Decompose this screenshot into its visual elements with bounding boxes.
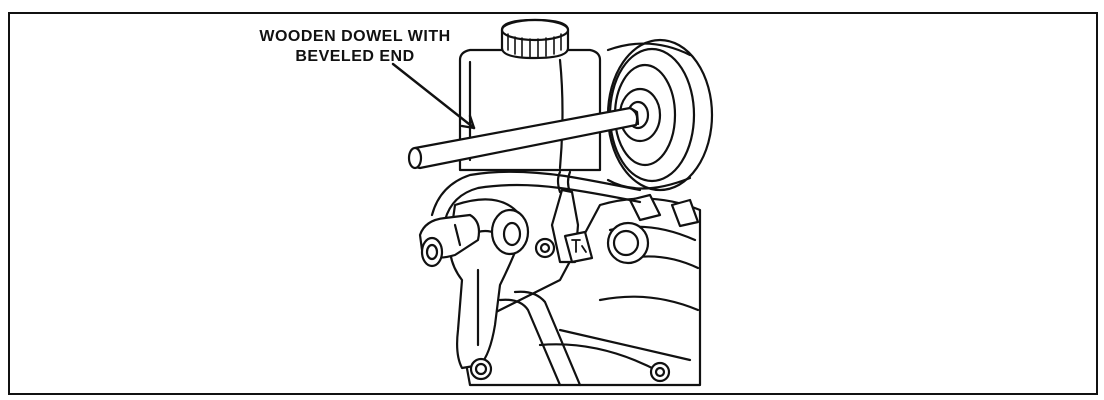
callout-line-2: BEVELED END bbox=[295, 48, 415, 65]
hose-fitting bbox=[418, 213, 481, 268]
pump-pulley bbox=[606, 38, 714, 192]
callout-leader bbox=[391, 62, 476, 130]
callout-label: WOODEN DOWEL WITH BEVELED END bbox=[240, 27, 470, 67]
callout-line-1: WOODEN DOWEL WITH bbox=[259, 28, 451, 45]
wooden-dowel bbox=[407, 106, 640, 170]
reservoir-cap bbox=[500, 18, 570, 60]
mounting-strap bbox=[550, 188, 594, 264]
bolt bbox=[534, 221, 671, 383]
return-hose bbox=[430, 170, 642, 222]
